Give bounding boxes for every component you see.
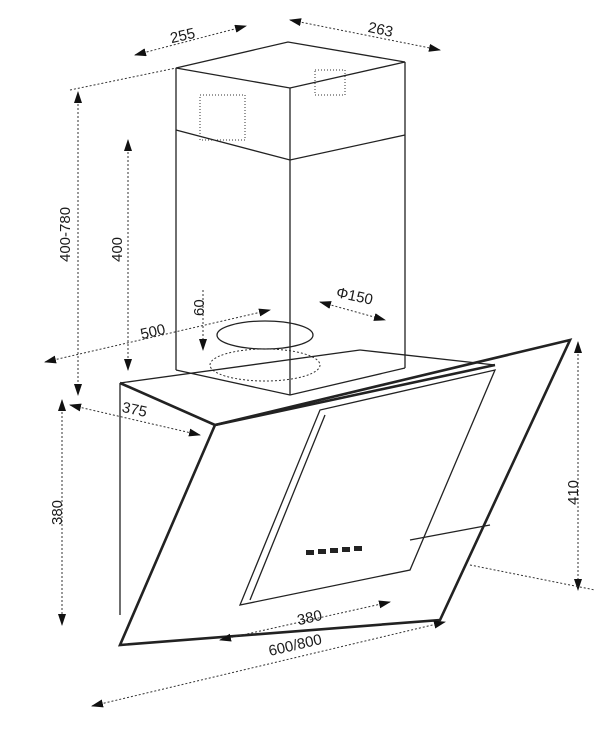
dim-body-depth: 375 bbox=[120, 399, 148, 421]
chimney bbox=[175, 41, 406, 396]
dim-outlet-diameter: Φ150 bbox=[335, 284, 375, 308]
dim-glass-height: 410 bbox=[565, 480, 582, 505]
control-buttons bbox=[306, 546, 362, 555]
dim-chimney-height: 400 bbox=[109, 237, 126, 262]
dim-control-width: 380 bbox=[296, 607, 324, 629]
dimension-lines bbox=[44, 18, 596, 708]
dim-chimney-height-range: 400-780 bbox=[57, 207, 74, 262]
vent-grille bbox=[199, 94, 246, 141]
outlet-ring bbox=[216, 320, 314, 350]
dim-chimney-depth: 263 bbox=[366, 19, 394, 41]
dim-overall-width: 600/800 bbox=[267, 631, 324, 660]
hood-body bbox=[117, 338, 573, 647]
vent-grille bbox=[314, 69, 346, 96]
dim-chimney-width: 255 bbox=[169, 25, 197, 47]
glass-panel bbox=[117, 338, 573, 647]
control-panel bbox=[238, 369, 497, 606]
dim-depth-total: 500 bbox=[139, 321, 167, 343]
dim-body-height: 380 bbox=[49, 500, 66, 525]
dim-outlet-offset: 60 bbox=[191, 299, 208, 316]
